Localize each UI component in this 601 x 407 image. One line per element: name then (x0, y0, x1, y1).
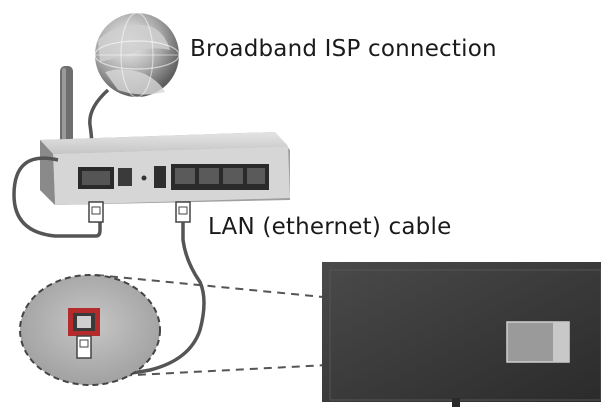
left-cable (12, 156, 102, 238)
ethernet-port-magnifier-icon (19, 274, 161, 386)
wan-connector-icon (88, 201, 104, 223)
tv-icon (322, 262, 601, 407)
lan-connector-icon (175, 201, 191, 223)
router-lan-ports (175, 168, 265, 184)
lan-cable-label: LAN (ethernet) cable (208, 214, 452, 240)
broadband-isp-label: Broadband ISP connection (190, 36, 497, 62)
router-icon (40, 132, 290, 205)
globe-icon (94, 12, 180, 98)
